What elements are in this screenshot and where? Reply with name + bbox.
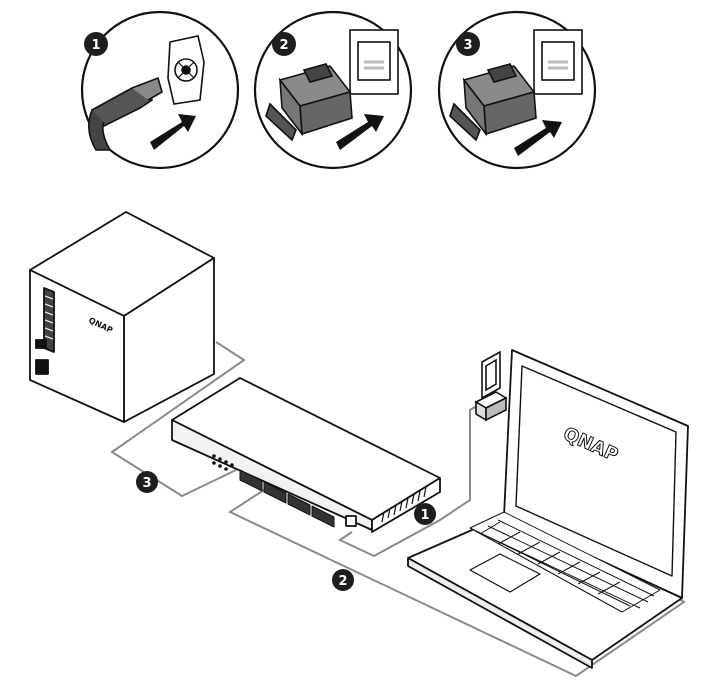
cable-label-number: 2 <box>338 574 347 589</box>
ethernet-plug-icon <box>265 63 353 142</box>
status-leds <box>212 454 234 471</box>
step-1-panel: 1 <box>80 10 240 170</box>
step-badge <box>456 32 480 56</box>
nas-cable <box>110 341 246 498</box>
ethernet-port-icon <box>533 29 583 95</box>
step-badge <box>272 32 296 56</box>
vent-grille <box>381 486 427 523</box>
trackpad <box>469 553 541 593</box>
power-cable <box>337 403 481 558</box>
step-number: 1 <box>91 38 100 53</box>
cable-label-power: 1 <box>414 503 436 525</box>
step-3-panel: 3 <box>437 10 597 170</box>
insert-arrow-icon <box>150 114 196 150</box>
cable-label-number: 3 <box>142 476 151 491</box>
cable-label-nas: 3 <box>136 471 158 493</box>
power-plug-icon <box>88 76 163 151</box>
step-number: 2 <box>279 38 288 53</box>
network-switch <box>171 377 441 533</box>
step-number: 3 <box>463 38 472 53</box>
laptop-device: QNAP <box>407 349 689 669</box>
cable-label-laptop: 2 <box>332 569 354 591</box>
keyboard <box>469 511 661 613</box>
ethernet-ports <box>239 469 335 528</box>
dc-jack-icon <box>167 35 205 105</box>
step-2-panel: 2 <box>253 10 413 170</box>
ethernet-plug-icon <box>449 63 537 142</box>
power-adapter <box>474 350 508 422</box>
cable-label-number: 1 <box>420 508 429 523</box>
step-badge <box>84 32 108 56</box>
insert-arrow-icon <box>336 114 384 150</box>
nas-device: QNAP <box>29 211 215 423</box>
insert-arrow-icon <box>514 120 562 156</box>
ethernet-port-icon <box>349 29 399 95</box>
